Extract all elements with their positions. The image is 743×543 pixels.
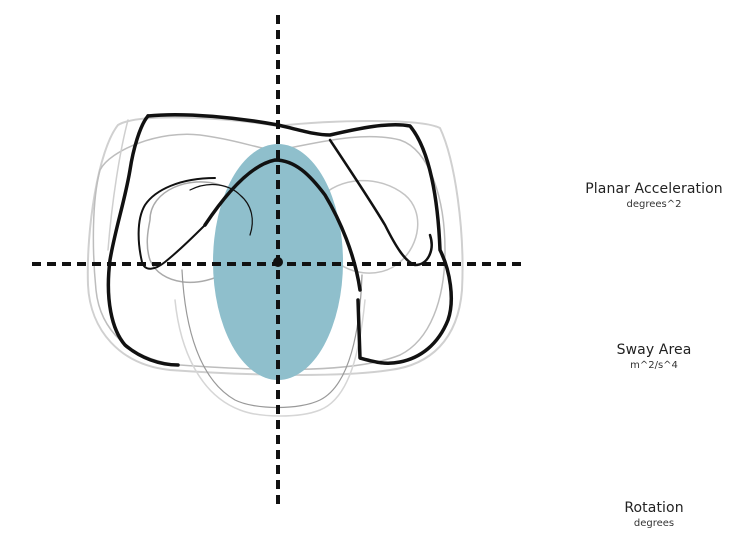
faint-trace-1 [86, 116, 464, 376]
axes [32, 15, 526, 510]
right-dark-trace [328, 138, 433, 267]
center-point [273, 257, 283, 267]
faint-trace-7 [107, 119, 129, 251]
rotation-title: Rotation [624, 500, 684, 516]
rotation-label: Rotation degrees [564, 500, 743, 529]
faint-trace-5 [174, 299, 366, 417]
sway-area-title: Sway Area [616, 342, 692, 358]
planar-acceleration-unit: degrees^2 [626, 199, 682, 210]
outer-dark-trace-left [106, 114, 180, 367]
planar-acceleration-label: Planar Acceleration degrees^2 [564, 181, 743, 210]
sway-area-unit: m^2/s^4 [630, 360, 678, 371]
sway-area-label: Sway Area m^2/s^4 [564, 342, 743, 371]
inner-dark-trace [203, 158, 362, 292]
rotation-unit: degrees [633, 518, 675, 529]
inner-dark-trace-left [137, 177, 216, 270]
faint-trace-2 [92, 133, 446, 371]
planar-acceleration-title: Planar Acceleration [585, 181, 723, 197]
thin-dark-trace [189, 183, 253, 236]
